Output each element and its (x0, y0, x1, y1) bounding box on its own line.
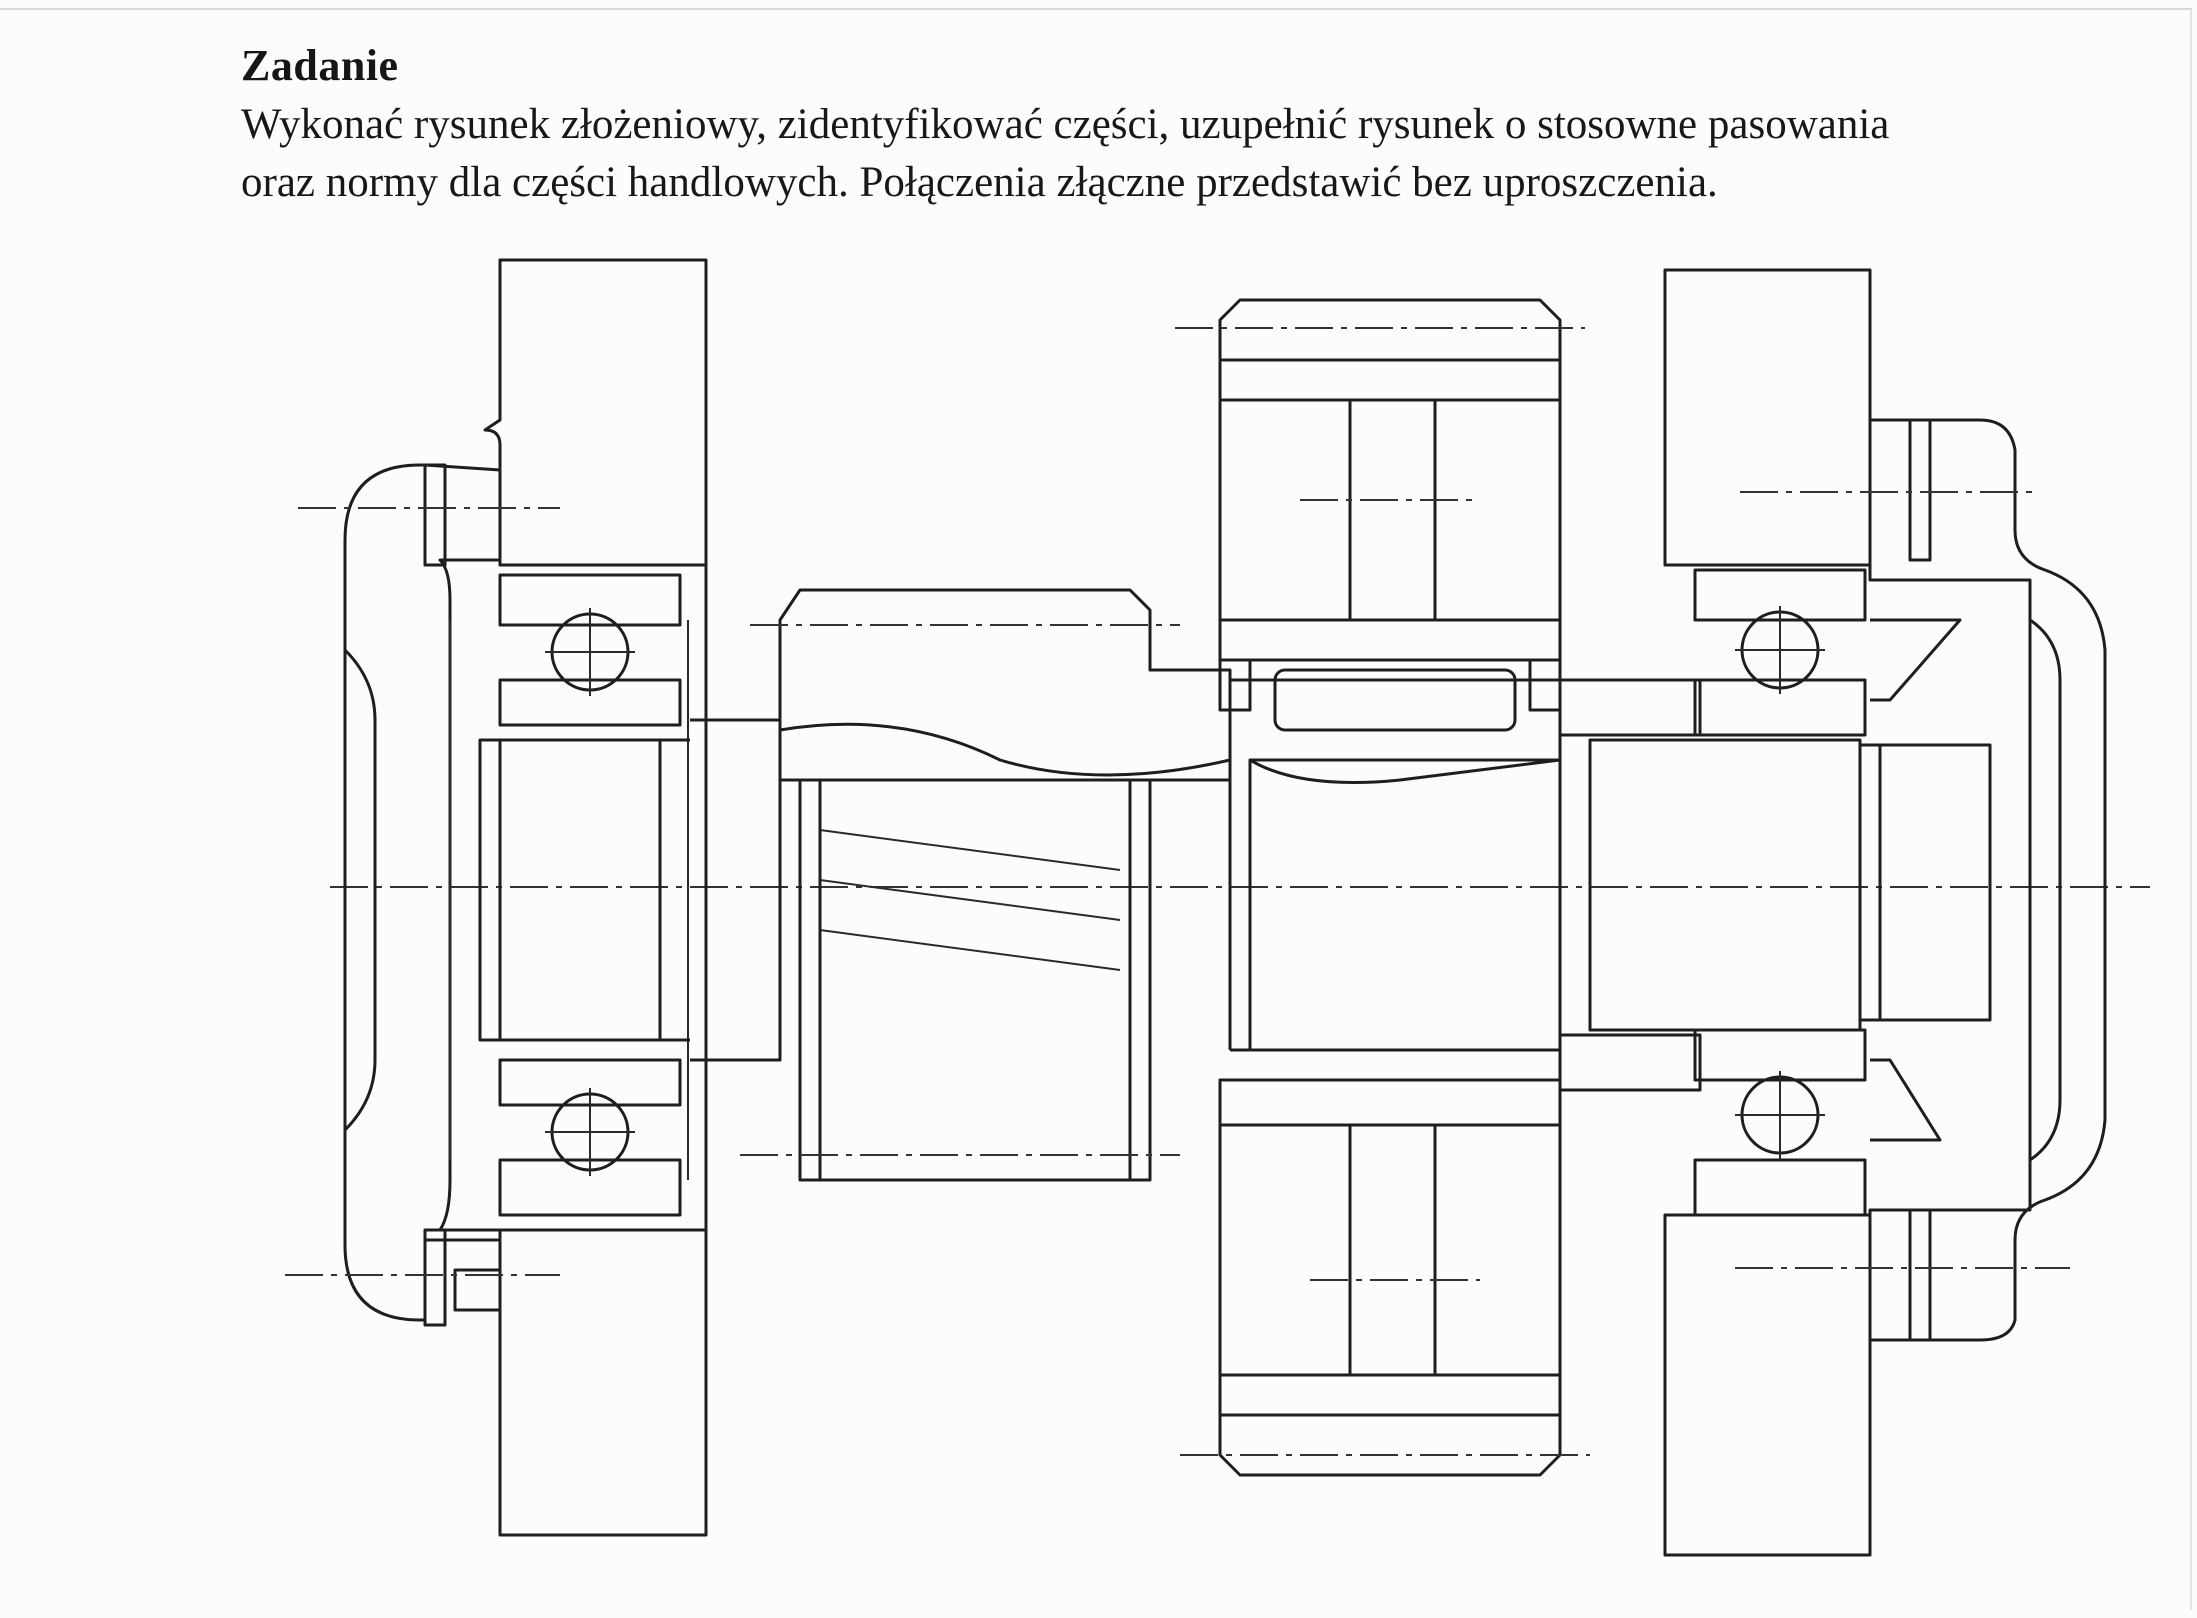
shaft-right-journal (1588, 738, 1992, 1032)
right-housing-wall (1663, 268, 1872, 1557)
shaft-left-journal (478, 718, 782, 1062)
right-end-cover (1868, 418, 2107, 1342)
scan-edge (0, 8, 2192, 1610)
pinion-gear (740, 588, 1232, 1182)
key (1273, 668, 1517, 732)
left-end-cover (343, 463, 502, 1327)
task-instruction-line-1: Wykonać rysunek złożeniowy, zidentyfikow… (241, 101, 1890, 148)
left-housing-wall (483, 258, 708, 1537)
task-heading: Zadanie (241, 41, 399, 90)
right-bearing (1693, 568, 1867, 1217)
bolt-axes (285, 491, 2070, 1276)
shaft-middle (1228, 678, 1562, 1052)
spacer-sleeve (1558, 678, 1702, 1092)
left-bearing (498, 573, 682, 1217)
task-instruction-line-2: oraz normy dla części handlowych. Połącz… (241, 159, 1718, 206)
